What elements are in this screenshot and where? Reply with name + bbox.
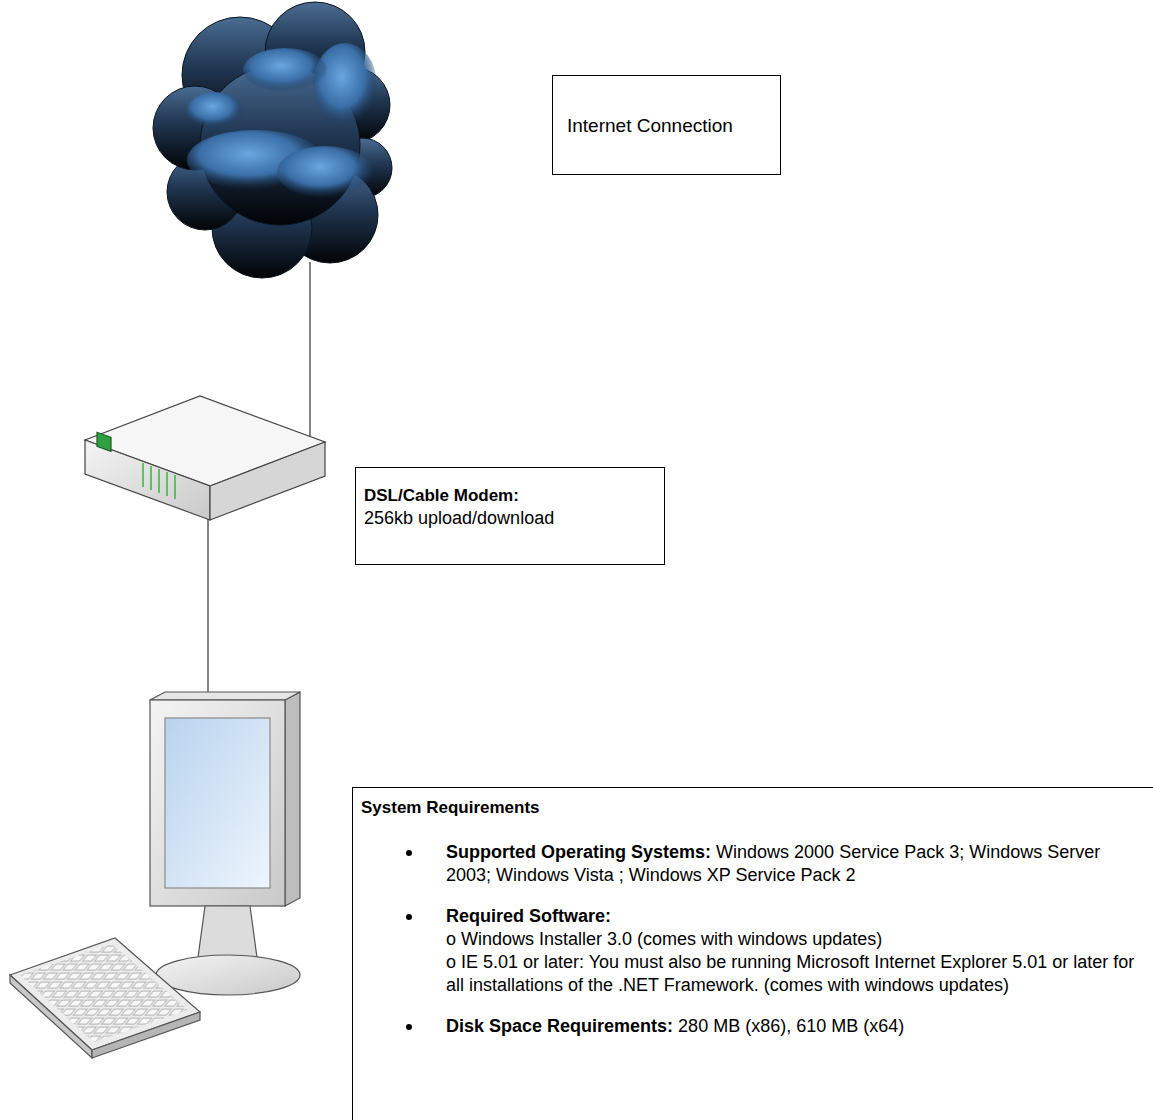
text-line: Internet Connection — [567, 114, 766, 137]
wire — [309, 262, 310, 437]
body-text: 256kb upload/download — [364, 507, 652, 530]
requirements-panel: System RequirementsSupported Operating S… — [352, 787, 1153, 1120]
label-box: DSL/Cable Modem:256kb upload/download — [355, 467, 665, 565]
bullet-item: Supported Operating Systems: Windows 200… — [361, 841, 1144, 887]
label-box: Internet Connection — [552, 75, 781, 175]
body-text: o IE 5.01 or later: You must also be run… — [446, 951, 1144, 997]
heading-text: System Requirements — [361, 796, 1144, 819]
text-line: DSL/Cable Modem: — [364, 484, 652, 507]
wire — [207, 518, 208, 702]
bullet-dot — [406, 850, 412, 856]
body-text: o Windows Installer 3.0 (comes with wind… — [446, 928, 1144, 951]
heading-text: Disk Space Requirements: — [446, 1016, 673, 1036]
internet-cloud — [153, 2, 392, 278]
heading-text: Required Software: — [446, 905, 1144, 928]
heading-text: Supported Operating Systems: — [446, 842, 711, 862]
body-text: 280 MB (x86), 610 MB (x64) — [678, 1016, 904, 1036]
bullet-item: Required Software: — [361, 905, 1144, 928]
bullet-dot — [406, 1024, 412, 1030]
heading-text: DSL/Cable Modem: — [364, 484, 652, 507]
text-line: o IE 5.01 or later: You must also be run… — [361, 951, 1144, 997]
computer-icon — [150, 692, 300, 995]
keyboard-icon — [10, 938, 200, 1058]
text-line: o Windows Installer 3.0 (comes with wind… — [361, 928, 1144, 951]
modem-icon — [85, 396, 325, 520]
bullet-dot — [406, 914, 412, 920]
body-text: Internet Connection — [567, 114, 766, 137]
text-line: 256kb upload/download — [364, 507, 652, 530]
text-line: System Requirements — [361, 796, 1144, 819]
bullet-item: Disk Space Requirements: 280 MB (x86), 6… — [361, 1015, 1144, 1038]
